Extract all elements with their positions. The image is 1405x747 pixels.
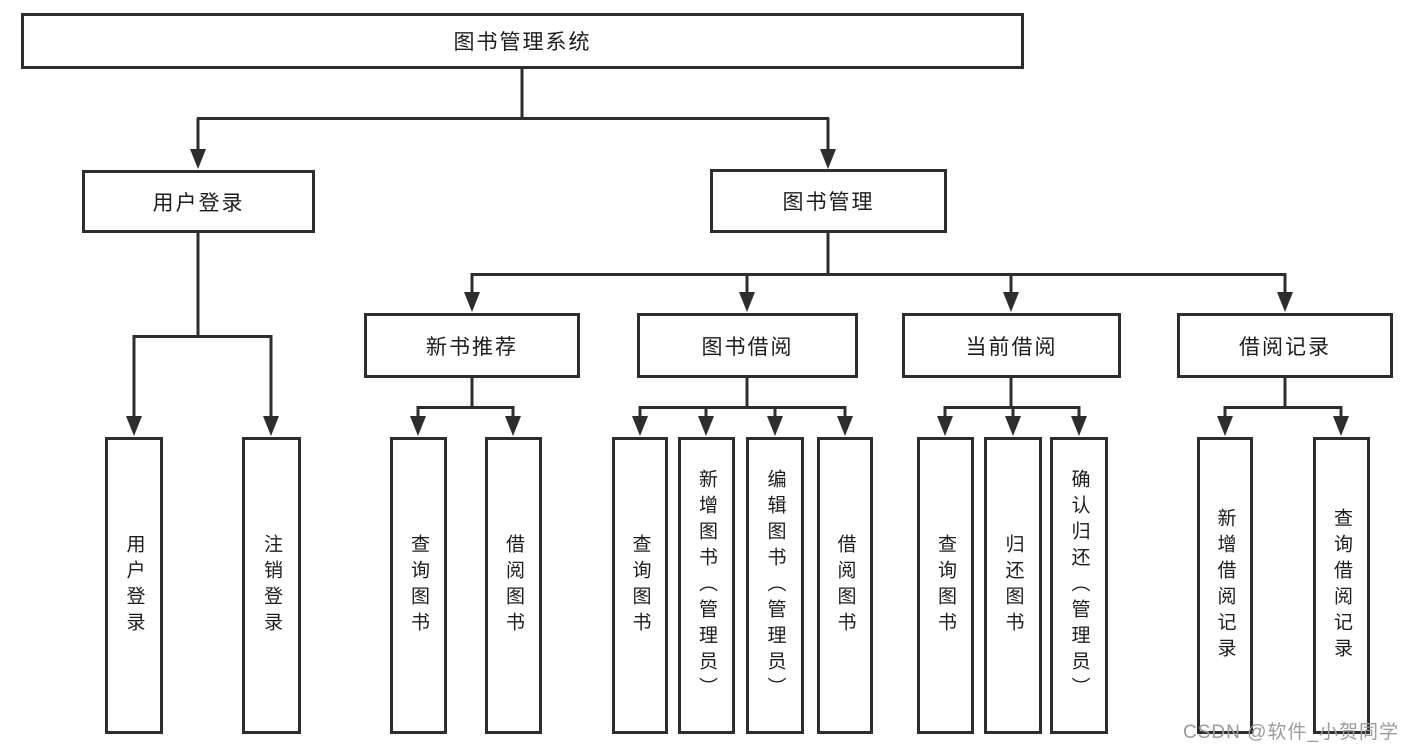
leaf-current-confirm-return-admin: 确认归还（管理员） — [1050, 437, 1108, 734]
node-current-borrow: 当前借阅 — [902, 313, 1121, 378]
leaf-current-query-books: 查询图书 — [917, 437, 974, 734]
arrowheads — [126, 149, 1349, 436]
node-new-book-recommend: 新书推荐 — [364, 313, 580, 378]
leaf-logout: 注销登录 — [242, 437, 301, 734]
node-borrow-records: 借阅记录 — [1177, 313, 1393, 378]
leaf-label: 查询借阅记录 — [1331, 507, 1352, 664]
csdn-watermark: CSDN @软件_小贺同学 — [1183, 722, 1399, 743]
leaf-label: 新增图书（管理员） — [696, 468, 717, 703]
connector-borrow-records — [1223, 378, 1343, 418]
connector-user-login — [132, 233, 273, 418]
connector-current-borrow — [943, 378, 1081, 418]
connector-new-book-recommend — [416, 378, 515, 418]
node-label: 新书推荐 — [426, 335, 518, 359]
leaf-current-return-books: 归还图书 — [984, 437, 1042, 734]
leaf-label: 注销登录 — [261, 533, 282, 638]
node-label: 用户登录 — [152, 191, 245, 215]
leaf-borrow-edit-books-admin: 编辑图书（管理员） — [746, 437, 804, 734]
leaf-user-login: 用户登录 — [105, 437, 163, 734]
leaf-newrec-query-books: 查询图书 — [390, 437, 447, 734]
connector-book-borrow — [638, 378, 847, 418]
node-book-management: 图书管理 — [710, 169, 947, 233]
node-label: 图书管理系统 — [453, 31, 592, 54]
leaf-label: 借阅图书 — [503, 533, 524, 638]
leaf-label: 查询图书 — [408, 533, 429, 638]
leaf-label: 新增借阅记录 — [1214, 507, 1236, 664]
node-label: 图书借阅 — [701, 335, 794, 359]
leaf-records-add-record: 新增借阅记录 — [1197, 437, 1253, 734]
connector-book-management — [470, 233, 1287, 294]
leaf-label: 归还图书 — [1002, 533, 1024, 638]
leaf-label: 用户登录 — [123, 533, 145, 638]
leaf-label: 确认归还（管理员） — [1068, 468, 1090, 703]
node-root-library-system: 图书管理系统 — [21, 13, 1024, 69]
leaf-borrow-query-books: 查询图书 — [612, 437, 668, 734]
node-label: 图书管理 — [782, 191, 875, 214]
leaf-records-query-record: 查询借阅记录 — [1313, 437, 1370, 734]
leaf-borrow-borrow-books: 借阅图书 — [817, 437, 873, 734]
node-book-borrow: 图书借阅 — [637, 313, 858, 378]
node-user-login: 用户登录 — [82, 170, 315, 233]
leaf-newrec-borrow-books: 借阅图书 — [485, 437, 542, 734]
leaf-label: 查询图书 — [935, 533, 956, 638]
leaf-borrow-add-books-admin: 新增图书（管理员） — [678, 437, 735, 734]
leaf-label: 查询图书 — [629, 533, 651, 638]
node-label: 当前借阅 — [965, 335, 1058, 359]
leaf-label: 借阅图书 — [834, 533, 856, 638]
node-label: 借阅记录 — [1239, 335, 1331, 359]
connector-root — [196, 69, 830, 151]
leaf-label: 编辑图书（管理员） — [764, 468, 786, 703]
